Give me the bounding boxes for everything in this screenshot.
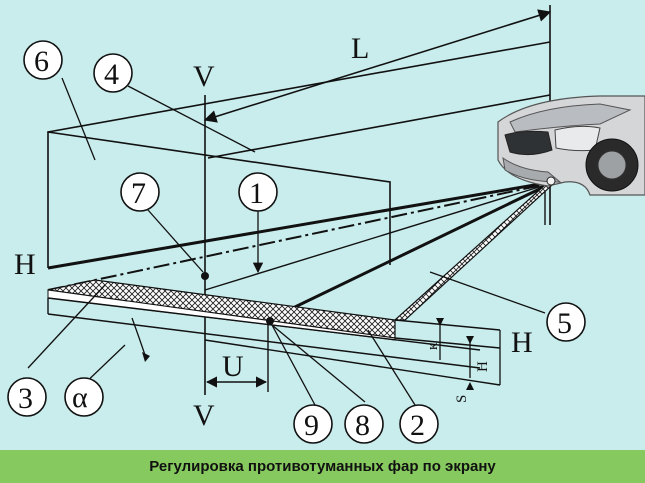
- label-k: к: [425, 342, 441, 350]
- callout-6: 6: [23, 40, 63, 80]
- caption-bar: Регулировка противотуманных фар по экран…: [0, 450, 645, 483]
- headlight-adjustment-diagram: L V V H H U к H S 6 4 7 1 5 3 α 9 8: [7, 5, 645, 444]
- angle-alpha-marker: [79, 317, 147, 389]
- callout-5-label: 5: [557, 307, 572, 340]
- callout-alpha: α: [64, 377, 104, 417]
- callout-2-label: 2: [410, 409, 425, 442]
- label-v-top: V: [193, 60, 215, 93]
- road-edges: [47, 183, 546, 386]
- callout-7-label: 7: [131, 177, 146, 210]
- callout-1-label: 1: [249, 177, 264, 210]
- screen-outline: [47, 131, 391, 268]
- right-dimension-arrows: [436, 318, 474, 390]
- car-illustration: [497, 95, 645, 196]
- callout-3: 3: [7, 377, 47, 417]
- label-h-right: H: [511, 326, 533, 359]
- angle-alpha-arrow: [142, 352, 150, 362]
- center-point-9: [266, 317, 274, 325]
- callout-5: 5: [546, 302, 586, 342]
- callout-2: 2: [399, 404, 439, 444]
- callout-9: 9: [293, 404, 333, 444]
- callout-6-label: 6: [34, 45, 49, 78]
- offset-u-dimension: [205, 320, 269, 392]
- callout-alpha-label: α: [72, 381, 88, 414]
- car-fog-lamp-icon: [546, 176, 556, 186]
- label-u: U: [222, 350, 244, 383]
- callout-8-label: 8: [355, 409, 370, 442]
- callout-1: 1: [238, 172, 278, 212]
- callout-9-label: 9: [304, 409, 319, 442]
- label-h-left: H: [14, 248, 36, 281]
- right-dimension-markers: [439, 323, 501, 385]
- callout-4: 4: [93, 53, 133, 93]
- callout-7: 7: [120, 172, 160, 212]
- ground-light-band: [47, 279, 396, 339]
- label-l: L: [351, 32, 369, 65]
- label-v-bottom: V: [193, 399, 215, 432]
- label-h-small: H: [475, 361, 491, 372]
- callout-leaders: [27, 77, 546, 406]
- center-point-7: [201, 272, 209, 280]
- caption-text: Регулировка противотуманных фар по экран…: [149, 458, 496, 475]
- callout-8: 8: [344, 404, 384, 444]
- label-s: S: [454, 395, 470, 403]
- callout-3-label: 3: [18, 382, 33, 415]
- callout-4-label: 4: [104, 58, 119, 91]
